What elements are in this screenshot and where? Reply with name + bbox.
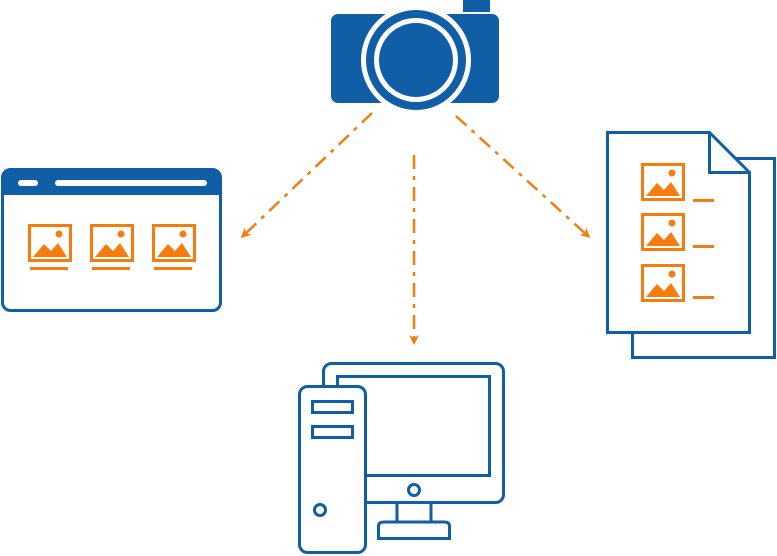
- document-pages-icon: [606, 131, 776, 359]
- drive-bay-2: [311, 425, 354, 439]
- arrow-to-browser: [240, 112, 373, 239]
- drive-bay-1: [311, 400, 354, 414]
- arrow-to-documents: [455, 115, 591, 239]
- tower-power-button: [313, 503, 327, 517]
- monitor-power-button: [407, 483, 421, 497]
- document-caption-3: [693, 296, 714, 299]
- camera-icon: [331, 0, 499, 115]
- monitor-stand: [377, 502, 451, 540]
- connector-arrows: [240, 112, 591, 345]
- browser-caption-1: [30, 267, 68, 270]
- browser-gallery-icon: [1, 168, 222, 312]
- browser-caption-2: [92, 267, 130, 270]
- browser-caption-3: [154, 267, 192, 270]
- document-caption-2: [693, 245, 714, 248]
- document-caption-1: [693, 199, 714, 202]
- desktop-computer-icon: [298, 362, 505, 554]
